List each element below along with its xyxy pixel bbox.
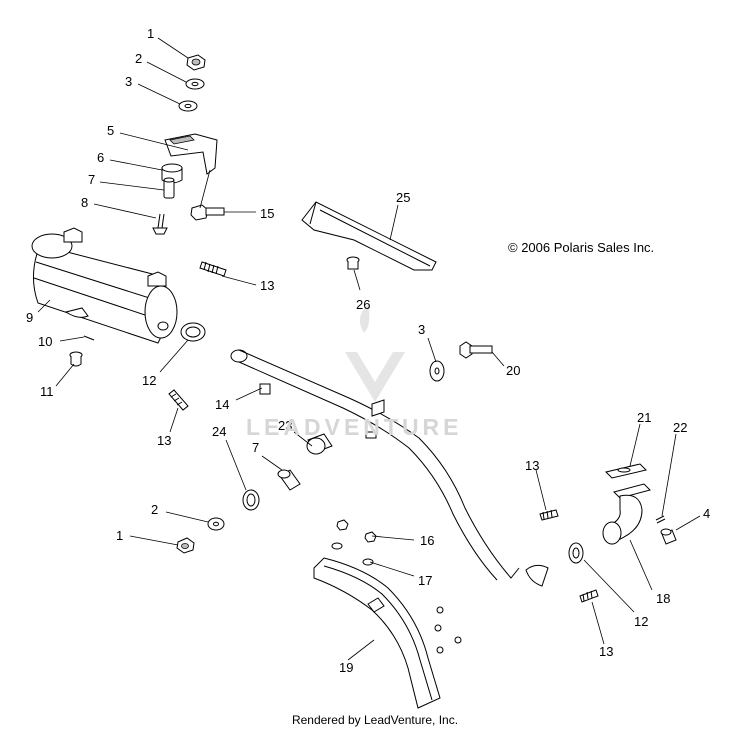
- callout-12-upper: 12: [142, 373, 156, 388]
- bracket-5[interactable]: [164, 133, 218, 175]
- washer-3-top[interactable]: [178, 100, 198, 112]
- callout-8: 8: [81, 195, 88, 210]
- callout-16: 16: [420, 533, 434, 548]
- callout-18: 18: [656, 591, 670, 606]
- nut-1-lower[interactable]: [176, 537, 195, 554]
- fastener-16[interactable]: [336, 519, 377, 543]
- callout-numbers: 1 2 3 5 6 7 8 15 13 9 10 11 12 13 14 25 …: [26, 26, 710, 675]
- callout-6: 6: [97, 150, 104, 165]
- callout-21: 21: [637, 410, 651, 425]
- nut-4[interactable]: [660, 528, 677, 545]
- spring-13-right-upper[interactable]: [539, 509, 559, 521]
- callout-4: 4: [703, 506, 710, 521]
- callout-22: 22: [673, 420, 687, 435]
- head-pipe-14[interactable]: [230, 349, 549, 587]
- heat-shield-19[interactable]: [313, 557, 462, 709]
- pin-10[interactable]: [83, 335, 95, 341]
- stud-22[interactable]: [655, 515, 666, 524]
- screw-26[interactable]: [346, 256, 360, 270]
- callout-13-upper: 13: [260, 278, 274, 293]
- callout-1-top: 1: [147, 26, 154, 41]
- callout-14: 14: [215, 397, 229, 412]
- bolt-15[interactable]: [190, 204, 225, 221]
- muffler-9[interactable]: [31, 227, 178, 344]
- callout-5: 5: [107, 123, 114, 138]
- grommet-23[interactable]: [306, 433, 333, 455]
- spring-13-left[interactable]: [168, 389, 189, 411]
- callout-2-lower: 2: [151, 502, 158, 517]
- callout-1-lower: 1: [116, 528, 123, 543]
- leader-lines: [37, 37, 701, 661]
- callout-13-left: 13: [157, 433, 171, 448]
- callout-3-top: 3: [125, 74, 132, 89]
- plug-11[interactable]: [69, 351, 83, 367]
- callout-10: 10: [38, 334, 52, 349]
- callout-17: 17: [418, 573, 432, 588]
- callout-11: 11: [40, 384, 54, 399]
- callout-23: 23: [278, 418, 292, 433]
- exhaust-flange-18[interactable]: [602, 483, 651, 545]
- spring-13-right-lower[interactable]: [579, 589, 599, 603]
- nut-1-top[interactable]: [186, 54, 206, 71]
- bolt-20[interactable]: [459, 341, 493, 359]
- spring-13-upper[interactable]: [199, 261, 227, 277]
- callout-7-top: 7: [88, 172, 95, 187]
- watermark-text: LEADVENTURE: [246, 414, 463, 440]
- callout-13-right-upper: 13: [525, 458, 539, 473]
- copyright-text: © 2006 Polaris Sales Inc.: [508, 240, 655, 255]
- gasket-12-upper[interactable]: [180, 322, 206, 342]
- callout-24: 24: [212, 424, 226, 439]
- gasket-12-right[interactable]: [568, 542, 584, 564]
- gasket-24[interactable]: [242, 489, 260, 511]
- callout-26: 26: [356, 297, 370, 312]
- washer-2-top[interactable]: [185, 78, 205, 90]
- callout-3-mid: 3: [418, 322, 425, 337]
- heat-shield-25[interactable]: [301, 201, 437, 271]
- gasket-21[interactable]: [605, 463, 647, 479]
- watermark-logo: [345, 305, 405, 402]
- callout-19: 19: [339, 660, 353, 675]
- washer-3-mid[interactable]: [429, 360, 445, 382]
- callout-25: 25: [396, 190, 410, 205]
- callout-20: 20: [506, 363, 520, 378]
- callout-2-top: 2: [135, 51, 142, 66]
- washer-17[interactable]: [331, 542, 374, 566]
- footer-credit: Rendered by LeadVenture, Inc.: [291, 713, 459, 727]
- bushing-7-top[interactable]: [163, 177, 175, 199]
- callout-15: 15: [260, 206, 274, 221]
- bolt-8[interactable]: [152, 213, 168, 235]
- callout-12-right: 12: [634, 614, 648, 629]
- callout-7-lower: 7: [252, 440, 259, 455]
- washer-2-lower[interactable]: [207, 517, 225, 531]
- callout-9: 9: [26, 310, 33, 325]
- bushing-7-lower[interactable]: [277, 469, 301, 491]
- callout-13-right-lower: 13: [599, 644, 613, 659]
